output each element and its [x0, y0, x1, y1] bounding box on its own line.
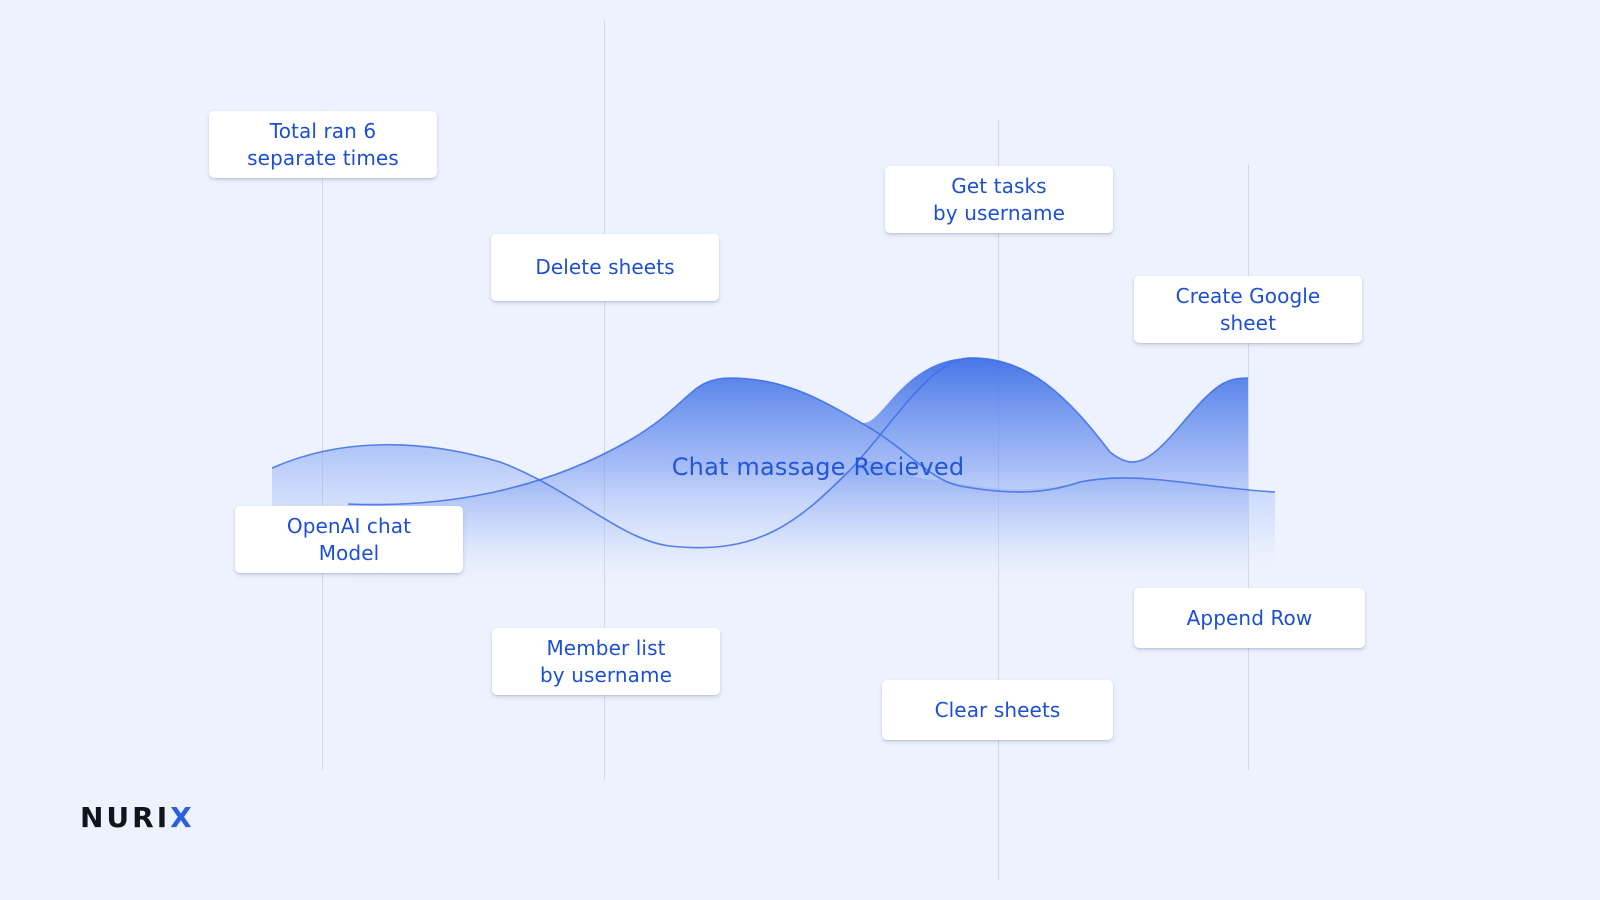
node-clear-sheets[interactable]: Clear sheets	[882, 680, 1113, 740]
node-label: Append Row	[1186, 605, 1313, 630]
wave-front-stroke	[347, 377, 1276, 506]
guide-line-4	[1248, 165, 1249, 770]
guide-line-2	[604, 20, 605, 780]
node-label: Clear sheets	[934, 697, 1061, 722]
guide-line-1	[322, 110, 323, 770]
node-label: Delete sheets	[535, 255, 675, 279]
node-total-ran[interactable]: Total ran 6 separate times	[209, 111, 437, 178]
node-openai-chat-model[interactable]: OpenAI chat Model	[235, 506, 463, 573]
logo-accent-letter: X	[170, 800, 195, 834]
center-label: Chat massage Recieved	[671, 453, 965, 481]
node-append-row[interactable]: Append Row	[1134, 588, 1365, 648]
logo-text: NURI	[80, 800, 171, 834]
node-member-list[interactable]: Member list by username	[492, 628, 720, 695]
node-label: Get tasks by username	[933, 173, 1065, 225]
node-get-tasks[interactable]: Get tasks by username	[885, 166, 1113, 233]
node-label: Member list by username	[540, 635, 672, 687]
node-label: Total ran 6 separate times	[247, 118, 399, 170]
node-create-google-sheet[interactable]: Create Google sheet	[1134, 276, 1362, 343]
node-label: OpenAI chat Model	[286, 513, 412, 565]
node-delete-sheets[interactable]: Delete sheets	[491, 234, 719, 301]
node-label: Create Google sheet	[1175, 283, 1321, 335]
wave-front-fill	[348, 357, 1248, 600]
wave-back-stroke	[271, 357, 1249, 549]
